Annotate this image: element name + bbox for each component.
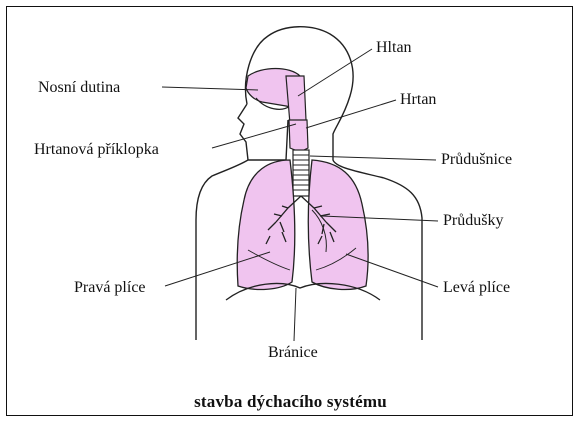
label-epiglottis: Hrtanová příklopka bbox=[34, 141, 159, 159]
label-larynx: Hrtan bbox=[400, 91, 436, 109]
label-right-lung: Pravá plíce bbox=[74, 279, 146, 297]
label-diaphragm: Bránice bbox=[268, 344, 318, 362]
diagram-caption: stavba dýchacího systému bbox=[0, 392, 581, 412]
label-bronchi: Průdušky bbox=[443, 212, 503, 230]
trachea-shape bbox=[293, 150, 309, 196]
label-left-lung: Levá plíce bbox=[443, 279, 510, 297]
label-trachea: Průdušnice bbox=[441, 151, 512, 169]
pharynx-shape bbox=[286, 76, 306, 124]
label-pharynx: Hltan bbox=[376, 39, 412, 57]
label-nasal-cavity: Nosní dutina bbox=[38, 79, 120, 97]
right-lung-shape bbox=[237, 160, 295, 289]
